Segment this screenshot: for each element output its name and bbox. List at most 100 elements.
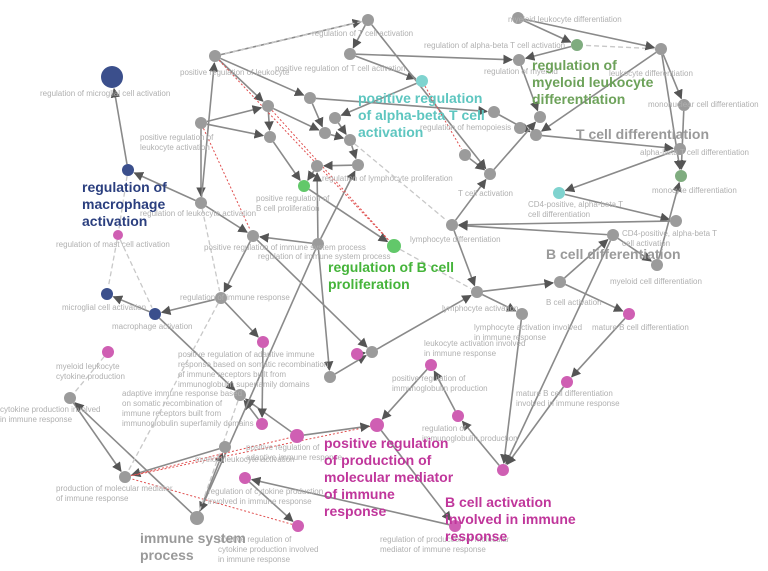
node-n_monocyte [675,170,687,182]
label-b_act: B cell activation [546,298,602,307]
edge-n_leukd-n_monod [662,54,683,100]
edge-n_posreg2-n_regbprol [271,110,390,241]
edge-n_bact-n_matb [565,283,624,312]
node-n_monod [678,99,690,111]
edge-n_regsys-n_posreg7 [312,172,323,239]
edge-n_regt-n_posreg1 [221,20,363,56]
edge-n_posreg1-n_posregt [220,57,305,97]
edge-n_mld-n_leukd [523,18,656,51]
edge-n_macro-n_micro [110,87,128,165]
node-n_macro [122,164,134,176]
edge-n_leukd-n_td [540,51,657,132]
node-n_posregig [425,359,437,371]
label-macrophage_act: macrophage activation [112,322,193,331]
edge-n_mast-n_microglial [107,239,118,288]
node-n_posreg7 [311,160,323,172]
edge-n_bact-n_bdiff [563,239,609,279]
label-microglial_act: microglial cell activation [62,303,146,312]
node-n_bact [554,276,566,288]
edge-n_reglymph-n_posreg7 [323,160,353,171]
edge-n_regbprol-n_lymact [399,248,472,290]
node-n_regcyt [239,472,251,484]
node-n_micro [101,66,123,88]
edge-n_regabt-n_posregabt [355,55,417,81]
label-reg_myeloid_short: regulation of myeloid [484,67,558,76]
edge-n_posreg6-n_reglymph [348,145,358,160]
node-n_regig [452,410,464,422]
edge-n_leukimm-n_lymact [376,294,472,350]
edge-n_mld-n_regmyd [523,19,572,43]
label-pos_reg_immune_sys: positive regulation of immune system pro… [204,243,366,252]
edge-n_regimm-n_posadrec [224,301,259,338]
edge-n_posreg2-n_posreg3 [264,111,274,131]
node-n_myeact2 [324,371,336,383]
node-n_posreg1 [209,50,221,62]
node-n_posregleuk [195,117,207,129]
node-n_posregcyt [292,520,304,532]
edge-n_regsys-n_posregsys [258,233,313,245]
node-n_lymact [471,286,483,298]
edge-n_regleuk-n_posregsys [205,205,248,233]
edge-n_regsys-n_immsys [199,249,317,512]
edge-n_bdiff-n_bimm [505,240,612,465]
label-reg_immune_sys: regulation of immune system process [258,252,391,261]
edge-n_posregsys-n_leukimm [256,239,368,348]
label-reg_lymph_prolif: regulation of lymphocyte proliferation [322,174,453,183]
node-n_mast [113,230,123,240]
edge-n_posreg3-n_posregbprol [272,141,301,182]
label-pos_reg_t_act: positive regulation of T cell activation [275,64,405,73]
edge-n_myd-n_monocyte [657,181,682,260]
node-n_cytprod [64,392,76,404]
node-n_posregbprol [298,180,310,192]
edge-n_posreg2-n_posreg4 [273,107,320,131]
edge-n_posregleuk-n_posregsys [203,128,251,230]
label-myeloid_leuk_diff: myeloid leukocyte differentiation [508,15,622,24]
edge-n_abtd-n_cd4d [564,150,675,193]
edge-n_posreg1-n_posreg2 [218,59,264,102]
label-myeloid_act: myeloid leukocyte activation [195,455,295,464]
node-n_regmed [449,520,461,532]
node-n_posreg3 [264,131,276,143]
node-n_adrec [234,389,246,401]
edge-n_tact-n_td2 [493,121,537,171]
node-n_myd [651,259,663,271]
node-n_abtd [674,143,686,155]
edge-n_posregmed-n_prodmed [131,425,371,477]
edge-n_bdiff-n_myd [617,237,653,262]
edge-n_lymact-n_bact [482,279,555,293]
edge-n_regt-n_tact [371,24,487,170]
node-n_regsys [312,238,324,250]
edge-n_regleuk-n_posreg1 [200,62,219,198]
edge-n_myeact-n_prodmed [130,447,220,478]
edge-n_cd4a-n_lymd [458,219,671,230]
edge-n_posreg5-n_posreg6 [337,122,347,136]
label-micro_reg: regulation of microglial cell activation [40,89,170,98]
label-t_act: T cell activation [458,189,513,198]
node-n_adr2 [256,418,268,430]
edge-n_posreg1-n_regbprol [218,60,389,241]
node-n_microglial [101,288,113,300]
node-n_regabt [344,48,356,60]
node-n_immsys [190,511,204,525]
node-n_regmyd [571,39,583,51]
edge-n_regsys-n_reglymph [319,170,356,240]
node-n_leukd [655,43,667,55]
node-n_hemo [488,106,500,118]
node-n_regbprol [387,239,401,253]
edge-n_bimm-n_regig [461,420,500,466]
label-lymph_act: lymphocyte activation [442,304,518,313]
